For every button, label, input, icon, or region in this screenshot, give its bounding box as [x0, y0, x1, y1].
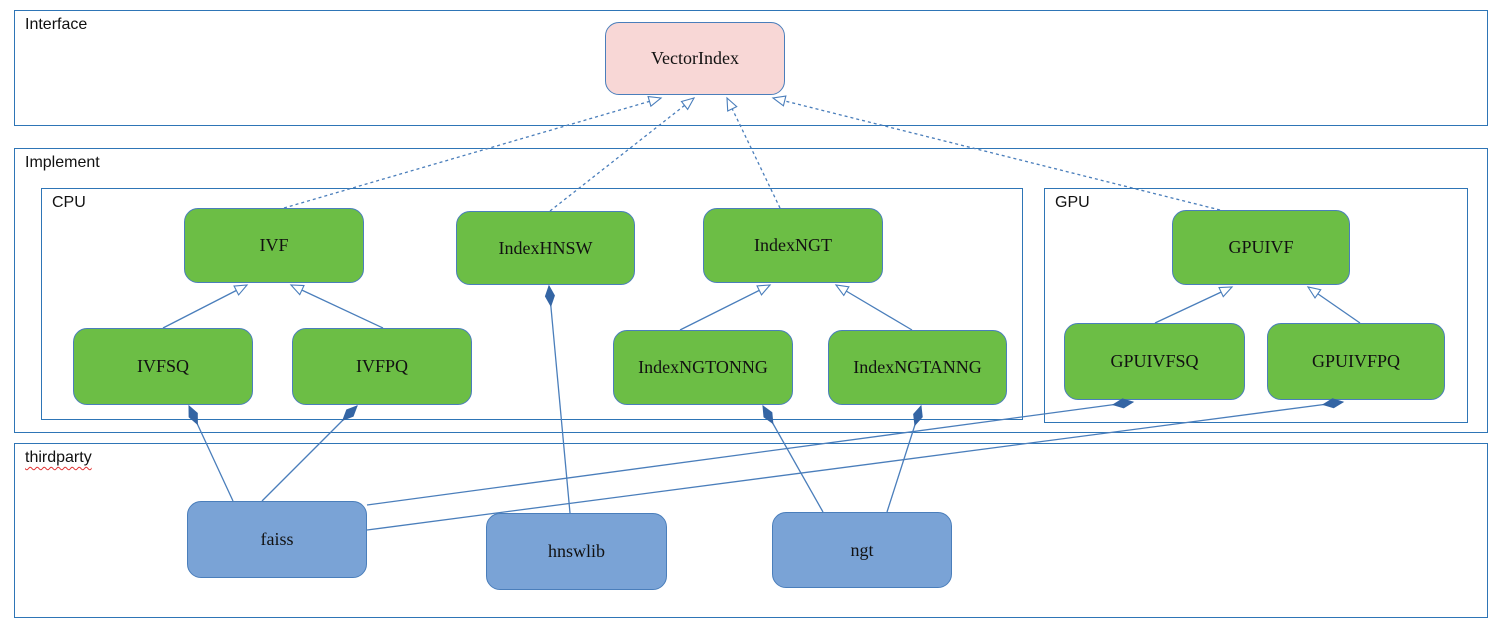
node-gpuivf[interactable]: GPUIVF — [1172, 210, 1350, 285]
group-interface-label: Interface — [25, 16, 88, 33]
node-indexngtanng-label: IndexNGTANNG — [853, 357, 982, 377]
node-ivf[interactable]: IVF — [184, 208, 364, 283]
node-ivfsq[interactable]: IVFSQ — [73, 328, 253, 405]
node-vectorindex-label: VectorIndex — [651, 48, 739, 68]
node-ivf-label: IVF — [259, 235, 289, 255]
node-indexngtonng-label: IndexNGTONNG — [638, 357, 768, 377]
node-gpuivfpq[interactable]: GPUIVFPQ — [1267, 323, 1445, 400]
group-gpu-label: GPU — [1055, 194, 1090, 211]
node-indexngtanng[interactable]: IndexNGTANNG — [828, 330, 1007, 405]
node-gpuivfpq-label: GPUIVFPQ — [1311, 351, 1401, 371]
node-ivfpq-label: IVFPQ — [355, 356, 408, 376]
node-gpuivfsq-label: GPUIVFSQ — [1110, 351, 1199, 371]
node-ngt-label: ngt — [850, 539, 874, 560]
group-thirdparty-label: thirdparty — [25, 449, 92, 466]
node-indexhnsw-label: IndexHNSW — [498, 237, 593, 258]
node-ivfpq[interactable]: IVFPQ — [292, 328, 472, 405]
node-faiss-label: faiss — [260, 529, 294, 549]
node-indexngtonng[interactable]: IndexNGTONNG — [613, 330, 793, 405]
node-gpuivfsq[interactable]: GPUIVFSQ — [1064, 323, 1245, 400]
node-vectorindex[interactable]: VectorIndex — [605, 22, 785, 95]
node-indexngt[interactable]: IndexNGT — [703, 208, 883, 283]
node-hnswlib-label: hnswlib — [547, 541, 605, 561]
node-ngt[interactable]: ngt — [772, 512, 952, 588]
group-cpu-label: CPU — [52, 194, 86, 211]
node-ivfsq-label: IVFSQ — [136, 356, 189, 376]
node-indexngt-label: IndexNGT — [754, 235, 832, 255]
group-implement-label: Implement — [25, 154, 100, 171]
node-gpuivf-label: GPUIVF — [1228, 237, 1294, 257]
node-indexhnsw[interactable]: IndexHNSW — [456, 211, 635, 285]
node-hnswlib[interactable]: hnswlib — [486, 513, 667, 590]
node-faiss[interactable]: faiss — [187, 501, 367, 578]
